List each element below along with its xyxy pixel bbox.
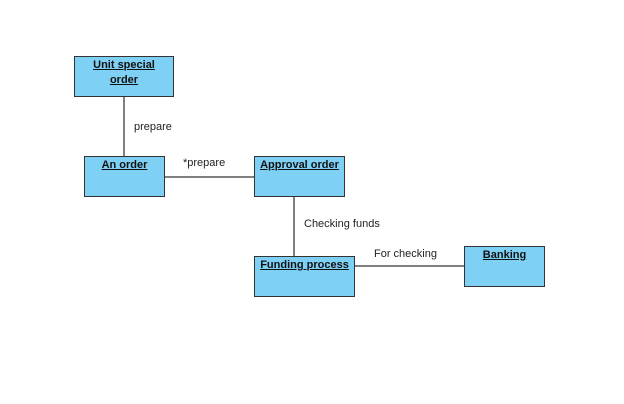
- node-an-order[interactable]: An order: [84, 156, 165, 197]
- node-approval-order[interactable]: Approval order: [254, 156, 345, 197]
- node-unit-special-order[interactable]: Unit special order: [74, 56, 174, 97]
- edge-label-checking-funds: Checking funds: [304, 218, 380, 230]
- node-banking[interactable]: Banking: [464, 246, 545, 287]
- edge-label-star-prepare: *prepare: [183, 157, 226, 169]
- node-approval-order-label: Approval order: [260, 159, 339, 171]
- edge-label-for-checking: For checking: [374, 248, 437, 260]
- node-an-order-label: An order: [101, 159, 148, 171]
- edge-label-prepare: prepare: [134, 121, 172, 133]
- node-banking-label: Banking: [482, 249, 527, 261]
- node-funding-process[interactable]: Funding process: [254, 256, 355, 297]
- node-unit-special-order-label: Unit special order: [93, 59, 155, 86]
- node-funding-process-label: Funding process: [260, 259, 349, 271]
